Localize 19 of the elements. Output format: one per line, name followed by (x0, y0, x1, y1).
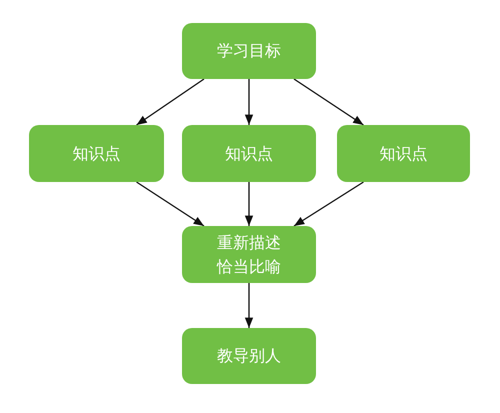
arrow (136, 78, 204, 126)
arrow (294, 181, 364, 227)
process-box (182, 226, 316, 283)
arrow (244, 283, 254, 328)
arrow (136, 181, 204, 227)
arrow (294, 78, 364, 126)
node-label: 教导别人 (217, 345, 281, 367)
arrow (244, 182, 254, 226)
process-box (182, 125, 316, 182)
process-box (182, 328, 316, 384)
process-box (182, 23, 316, 79)
node-label: 学习目标 (217, 40, 281, 62)
node-label: 知识点 (380, 142, 428, 164)
node-label: 重新描述恰当比喻 (216, 232, 282, 278)
arrow (244, 79, 254, 125)
process-box (29, 125, 164, 182)
node-label: 知识点 (225, 142, 273, 164)
node-label: 知识点 (72, 142, 120, 164)
process-box (337, 125, 470, 182)
